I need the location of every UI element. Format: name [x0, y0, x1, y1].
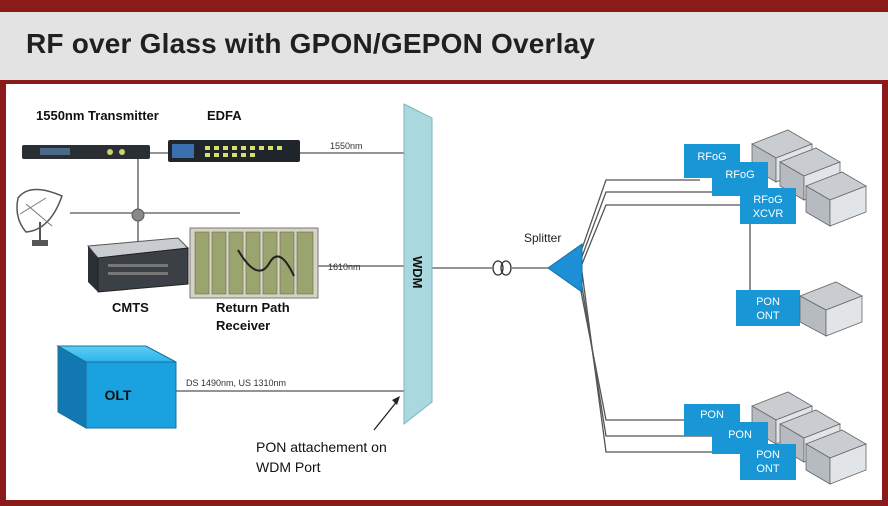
pon-attachment-note-line2: WDM Port: [256, 459, 321, 475]
rfog-unit-3: [740, 171, 867, 227]
olt-label: OLT: [105, 387, 132, 403]
rfog-1-label: RFoG: [697, 151, 726, 163]
pon-ont-single: [736, 281, 863, 337]
edfa-device: [168, 140, 300, 162]
splitter-label: Splitter: [524, 231, 561, 245]
wdm-block: [403, 103, 433, 426]
cmts-label: CMTS: [112, 300, 149, 315]
annotation-arrow: [373, 399, 399, 431]
fiber-coil-icon: [492, 260, 512, 276]
pon-3-label-line2: ONT: [756, 463, 780, 475]
page-title: RF over Glass with GPON/GEPON Overlay: [26, 28, 596, 59]
house-icon: [805, 429, 867, 485]
transmitter-1550-device: [22, 145, 150, 159]
olt-device: [56, 345, 177, 429]
house-icon: [805, 171, 867, 227]
rfog-2-label: RFoG: [725, 169, 754, 181]
annotation-arrow-head: [392, 396, 400, 405]
rfog-3-label-line2: XCVR: [753, 208, 784, 220]
pon-3-label-line1: PON: [756, 449, 780, 461]
pon-single-label-line1: PON: [756, 296, 780, 308]
edfa-label: EDFA: [207, 108, 242, 123]
fiber-label-1550: 1550nm: [330, 141, 363, 151]
return-path-label-line2: Receiver: [216, 318, 270, 333]
combiner-node: [131, 208, 145, 222]
fiber-label-1610: 1610nm: [328, 262, 361, 272]
pon-unit-3: [740, 429, 867, 485]
pon-single-label-line2: ONT: [756, 310, 780, 322]
splitter-icon: [547, 243, 583, 293]
title-bar: RF over Glass with GPON/GEPON Overlay: [0, 0, 888, 84]
return-path-label-line1: Return Path: [216, 300, 290, 315]
satellite-dish-icon: [16, 188, 63, 246]
fiber-label-pon: DS 1490nm, US 1310nm: [186, 378, 286, 388]
pon-1-label: PON: [700, 409, 724, 421]
house-icon: [799, 281, 863, 337]
pon-attachment-note-line1: PON attachement on: [256, 439, 387, 455]
wdm-label: WDM: [410, 256, 425, 289]
transmitter-label: 1550nm Transmitter: [36, 108, 159, 123]
pon-2-label: PON: [728, 429, 752, 441]
rfog-3-label-line1: RFoG: [753, 194, 782, 206]
return-path-receiver-device: [189, 227, 319, 299]
cmts-device: [87, 237, 190, 293]
